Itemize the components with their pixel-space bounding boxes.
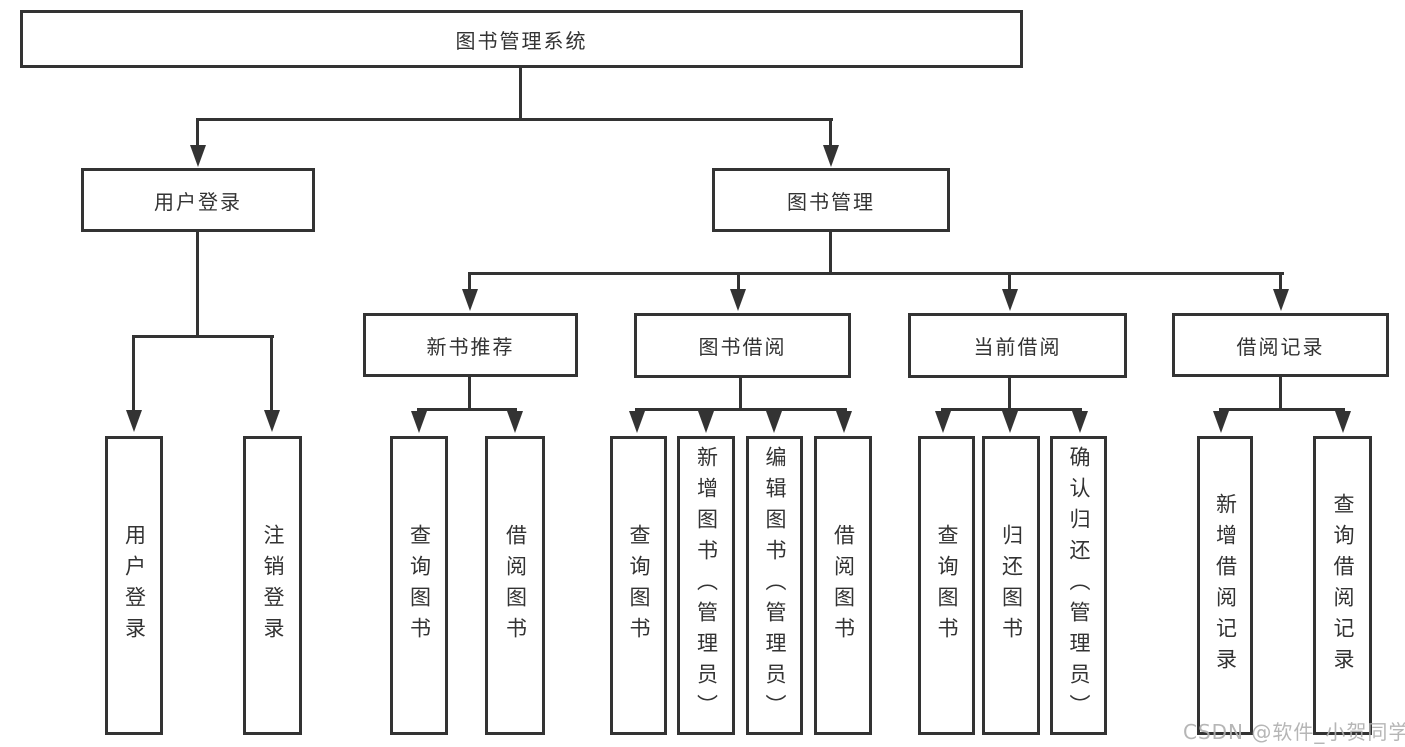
connector-cb-bar (941, 408, 1082, 411)
arrowhead-to-bb-query-books (629, 411, 645, 433)
leaf-bb-query-books: 查询图书 (610, 436, 667, 735)
connector-nbr-drop (468, 377, 471, 411)
leaf-user-login-label: 用户登录 (122, 523, 147, 648)
leaf-bb-add-books-admin-label: 新增图书（管理员） (694, 446, 719, 725)
connector-stem-current-borrowing (1008, 275, 1011, 290)
arrowhead-to-borrowing-records (1273, 289, 1289, 311)
leaf-nbr-query-books-label: 查询图书 (407, 523, 432, 648)
arrowhead-to-book-borrowing (730, 289, 746, 311)
leaf-cb-confirm-return-admin-label: 确认归还（管理员） (1067, 446, 1091, 725)
node-book-management-label: 图书管理 (787, 189, 875, 214)
connector-root-drop (519, 68, 522, 121)
leaf-user-login: 用户登录 (105, 436, 163, 735)
connector-root-bar (196, 118, 833, 121)
arrowhead-to-nbr-borrow-books (507, 411, 523, 433)
node-borrowing-records-label: 借阅记录 (1236, 334, 1325, 359)
arrowhead-to-bb-borrow-books (836, 411, 852, 433)
node-borrowing-records: 借阅记录 (1172, 313, 1389, 377)
leaf-br-query-record: 查询借阅记录 (1313, 436, 1372, 735)
csdn-watermark: CSDN @软件_小贺同学 (1183, 720, 1405, 744)
arrowhead-to-current-borrowing (1002, 289, 1018, 311)
leaf-br-query-record-label: 查询借阅记录 (1331, 492, 1355, 679)
connector-stem-ul-logout (270, 338, 273, 411)
connector-stem-book-borrowing (737, 275, 740, 290)
node-user-login-label: 用户登录 (154, 189, 242, 214)
connector-stem-book-management (829, 121, 832, 146)
node-user-login: 用户登录 (81, 168, 315, 232)
arrowhead-to-cb-confirm-return (1072, 411, 1088, 433)
arrowhead-to-br-add-record (1213, 411, 1229, 433)
arrowhead-to-cb-return-books (1002, 411, 1018, 433)
leaf-bb-edit-books-admin: 编辑图书（管理员） (746, 436, 803, 735)
arrowhead-to-new-book-recommend (462, 289, 478, 311)
node-new-book-recommend: 新书推荐 (363, 313, 578, 377)
connector-stem-ul-user-login (132, 338, 135, 411)
arrowhead-to-bb-edit-books (766, 411, 782, 433)
connector-bb-bar (635, 408, 847, 411)
leaf-bb-edit-books-admin-label: 编辑图书（管理员） (763, 446, 787, 725)
connector-stem-new-book-recommend (468, 275, 471, 290)
arrowhead-to-ul-user-login (126, 410, 142, 432)
leaf-cb-return-books: 归还图书 (982, 436, 1040, 735)
leaf-cb-confirm-return-admin: 确认归还（管理员） (1050, 436, 1107, 735)
leaf-cb-query-books-label: 查询图书 (935, 523, 959, 648)
arrowhead-to-br-query-record (1335, 411, 1351, 433)
leaf-nbr-query-books: 查询图书 (390, 436, 448, 735)
connector-nbr-bar (417, 408, 517, 411)
connector-stem-user-login (196, 121, 199, 146)
connector-bb-drop (739, 378, 742, 411)
leaf-logout-label: 注销登录 (261, 523, 285, 648)
connector-user-login-bar (132, 335, 274, 338)
leaf-bb-borrow-books-label: 借阅图书 (831, 523, 856, 648)
arrowhead-to-cb-query-books (935, 411, 951, 433)
leaf-logout: 注销登录 (243, 436, 302, 735)
arrowhead-to-book-management (823, 145, 839, 167)
connector-user-login-drop (196, 232, 199, 335)
node-current-borrowing: 当前借阅 (908, 313, 1127, 378)
arrowhead-to-ul-logout (264, 410, 280, 432)
node-new-book-recommend-label: 新书推荐 (426, 334, 515, 359)
connector-book-management-drop (829, 232, 832, 275)
leaf-cb-return-books-label: 归还图书 (999, 523, 1024, 648)
leaf-nbr-borrow-books: 借阅图书 (485, 436, 545, 735)
leaf-bb-query-books-label: 查询图书 (627, 523, 651, 648)
node-book-borrowing: 图书借阅 (634, 313, 851, 378)
leaf-bb-add-books-admin: 新增图书（管理员） (677, 436, 735, 735)
arrowhead-to-nbr-query-books (411, 411, 427, 433)
leaf-nbr-borrow-books-label: 借阅图书 (503, 523, 528, 648)
leaf-br-add-record: 新增借阅记录 (1197, 436, 1253, 735)
node-root: 图书管理系统 (20, 10, 1023, 68)
leaf-cb-query-books: 查询图书 (918, 436, 975, 735)
node-book-management: 图书管理 (712, 168, 950, 232)
node-root-label: 图书管理系统 (455, 28, 588, 53)
node-book-borrowing-label: 图书借阅 (698, 335, 787, 359)
connector-level3-bar (468, 272, 1284, 275)
connector-stem-borrowing-records (1279, 275, 1282, 290)
leaf-br-add-record-label: 新增借阅记录 (1213, 492, 1238, 679)
arrowhead-to-bb-add-books (698, 411, 714, 433)
connector-br-bar (1219, 408, 1345, 411)
leaf-bb-borrow-books: 借阅图书 (814, 436, 872, 735)
node-current-borrowing-label: 当前借阅 (973, 335, 1062, 359)
connector-br-drop (1279, 377, 1282, 411)
connector-cb-drop (1008, 378, 1011, 411)
arrowhead-to-user-login (190, 145, 206, 167)
